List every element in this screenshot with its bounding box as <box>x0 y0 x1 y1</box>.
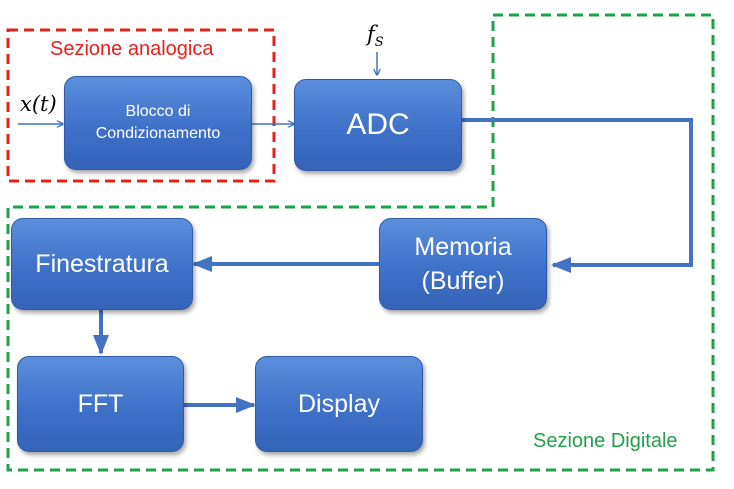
conditioning-block: Blocco di Condizionamento <box>64 76 252 170</box>
fft-block: FFT <box>17 356 184 452</box>
memory-block-line1: Memoria <box>414 233 512 261</box>
adc-to-memory-arrow <box>462 118 693 273</box>
display-block: Display <box>255 356 423 452</box>
memory-block: Memoria (Buffer) <box>379 218 547 310</box>
conditioning-block-line2: Condizionamento <box>95 125 221 142</box>
sampling-frequency-label: fS <box>367 22 384 50</box>
digital-section-border <box>6 13 715 472</box>
windowing-block: Finestratura <box>11 218 193 310</box>
memory-block-line2: (Buffer) <box>421 267 505 295</box>
windowing-block-label: Finestratura <box>35 249 169 278</box>
adc-block-label: ADC <box>346 108 410 141</box>
sampling-frequency-base: f <box>367 22 375 46</box>
input-signal-label: x(t) <box>20 92 57 116</box>
display-block-label: Display <box>298 389 380 418</box>
adc-block: ADC <box>294 79 462 171</box>
fft-block-label: FFT <box>77 389 124 418</box>
analog-section-title: Sezione analogica <box>50 38 214 60</box>
conditioning-block-line1: Blocco di <box>125 103 191 120</box>
digital-section-title: Sezione Digitale <box>533 430 678 452</box>
sampling-frequency-subscript: S <box>374 35 384 51</box>
analog-section-border <box>6 28 276 183</box>
